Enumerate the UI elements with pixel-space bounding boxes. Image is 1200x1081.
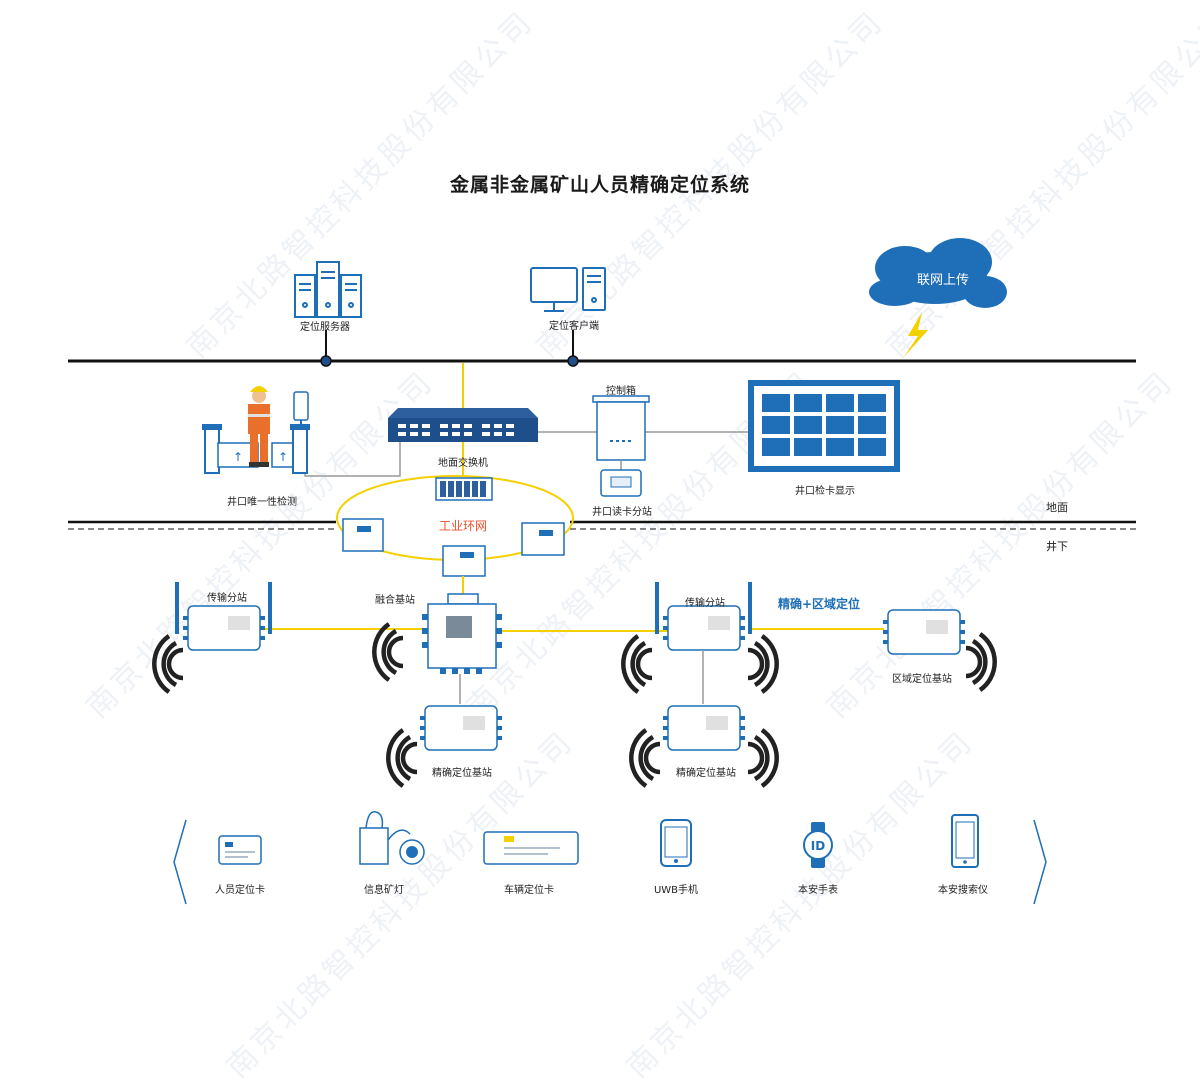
transmission-station-icon — [655, 582, 752, 651]
bracket-right — [1033, 819, 1047, 905]
signal-wave-icon — [372, 622, 404, 682]
miner-lamp-icon — [359, 811, 425, 865]
fusion-station-label: 融合基站 — [375, 595, 415, 606]
switch-label: 地面交换机 — [438, 458, 488, 469]
ring-node-icon — [521, 522, 565, 556]
watch-icon: ID — [803, 822, 833, 868]
svg-text:↑: ↑ — [278, 450, 288, 464]
cabinet-icon — [592, 395, 650, 470]
signal-wave-icon — [152, 634, 184, 694]
card-reader-icon — [600, 469, 642, 497]
ring-label: 工业环网 — [438, 519, 488, 533]
signal-wave-icon — [965, 632, 997, 692]
cabinet-label: 控制箱 — [606, 386, 636, 397]
computer-icon — [530, 267, 606, 312]
signal-wave-icon — [629, 728, 661, 788]
signal-wave-icon — [747, 728, 779, 788]
signal-wave-icon — [621, 634, 653, 694]
switch-icon — [388, 408, 538, 442]
ring-switch-icon — [435, 477, 493, 501]
device-label: 车辆定位卡 — [504, 885, 554, 896]
signal-wave-icon — [386, 728, 418, 788]
svg-text:↑: ↑ — [233, 450, 243, 464]
phone-icon — [660, 819, 692, 867]
underground-label: 井下 — [1046, 540, 1068, 553]
vehicle-card-icon — [483, 831, 579, 865]
transmission-left-label: 传输分站 — [207, 593, 247, 604]
transmission-station-icon — [175, 582, 272, 651]
fusion-station-icon — [422, 593, 502, 674]
bracket-left — [173, 819, 187, 905]
client-label: 定位客户端 — [549, 321, 599, 332]
display-wall-icon — [748, 380, 900, 472]
worker-icon — [248, 386, 270, 467]
precise-area-label: 精确+区域定位 — [778, 597, 861, 611]
device-label: 信息矿灯 — [364, 885, 404, 896]
ground-label: 地面 — [1046, 501, 1068, 514]
display-label: 井口检卡显示 — [795, 486, 855, 497]
area-station-label: 区域定位基站 — [892, 674, 952, 685]
ring-node-icon — [442, 545, 486, 577]
signal-wave-icon — [747, 634, 779, 694]
server-icon — [294, 261, 362, 318]
svg-text:ID: ID — [811, 839, 825, 853]
bus-node — [320, 355, 332, 367]
precise-station-icon — [420, 705, 502, 751]
bus-node — [567, 355, 579, 367]
server-label: 定位服务器 — [300, 322, 350, 333]
precise-station-icon — [663, 705, 745, 751]
device-label: 人员定位卡 — [215, 885, 265, 896]
ring-node-icon — [342, 518, 384, 552]
precise-left-label: 精确定位基站 — [432, 768, 492, 779]
cloud-icon — [869, 238, 1007, 308]
device-label: 本安搜索仪 — [938, 885, 988, 896]
gate-label: 井口唯一性检测 — [227, 497, 297, 508]
area-station-icon — [883, 609, 965, 655]
device-label: UWB手机 — [653, 885, 699, 896]
badge-card-icon — [218, 835, 262, 865]
diagram-title: 金属非金属矿山人员精确定位系统 — [449, 174, 750, 196]
search-device-icon — [951, 814, 979, 868]
precise-right-label: 精确定位基站 — [676, 768, 736, 779]
transmission-right-label: 传输分站 — [685, 598, 725, 609]
cloud-label: 联网上传 — [916, 273, 970, 288]
card-reader-label: 井口读卡分站 — [592, 507, 652, 518]
device-label: 本安手表 — [798, 885, 838, 896]
lightning-icon — [903, 312, 928, 358]
